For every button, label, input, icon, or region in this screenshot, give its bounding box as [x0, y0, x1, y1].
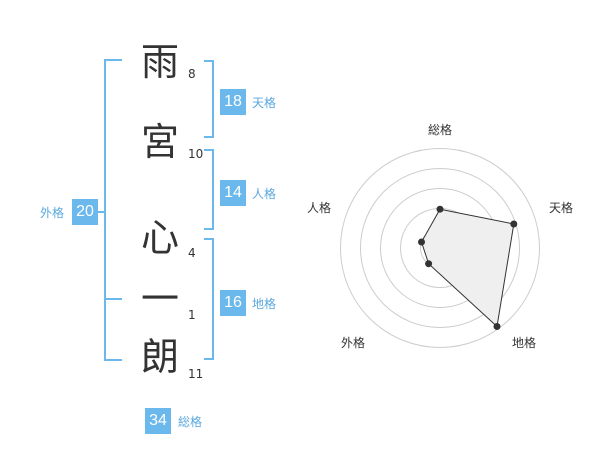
name-char-5: 朗: [140, 335, 179, 379]
tenkaku-badge: 18: [220, 89, 246, 115]
radar-ring: [340, 148, 540, 348]
jinkaku-label: 人格: [252, 187, 277, 201]
radar-label-jinkaku: 人格: [307, 201, 332, 215]
radar-point-5: [418, 238, 425, 246]
radar-ring: [360, 168, 520, 328]
name-char-3: 心: [140, 216, 179, 260]
radar-label-soukaku: 総格: [428, 123, 453, 137]
radar-label-gaikaku: 外格: [341, 336, 366, 350]
stroke-count-2: 10: [188, 147, 204, 161]
gaikaku-label: 外格: [40, 206, 65, 220]
stroke-count-3: 4: [188, 246, 196, 260]
radar-point-2: [510, 220, 518, 228]
chikaku-label: 地格: [252, 297, 277, 311]
jinkaku-badge: 14: [220, 180, 246, 206]
radar-label-chikaku: 地格: [512, 336, 537, 350]
gaikaku-badge: 20: [72, 199, 98, 225]
radar-point-4: [425, 260, 433, 268]
stroke-count-5: 11: [188, 367, 204, 381]
name-char-4: 一: [140, 277, 179, 321]
stroke-count-4: 1: [188, 308, 196, 322]
name-char-1: 雨: [140, 40, 179, 84]
radar-point-3: [493, 323, 501, 330]
name-char-2: 宮: [140, 120, 179, 164]
soukaku-label: 総格: [178, 415, 203, 429]
radar-points: [418, 205, 518, 330]
tenkaku-label: 天格: [252, 96, 277, 110]
chikaku-badge: 16: [220, 290, 246, 316]
radar-point-1: [436, 205, 444, 213]
stroke-count-1: 8: [188, 67, 196, 81]
soukaku-badge: 34: [145, 408, 171, 434]
radar-label-tenkaku: 天格: [549, 201, 574, 215]
radar-chart: [340, 148, 540, 348]
radar-polygon: [420, 208, 515, 328]
